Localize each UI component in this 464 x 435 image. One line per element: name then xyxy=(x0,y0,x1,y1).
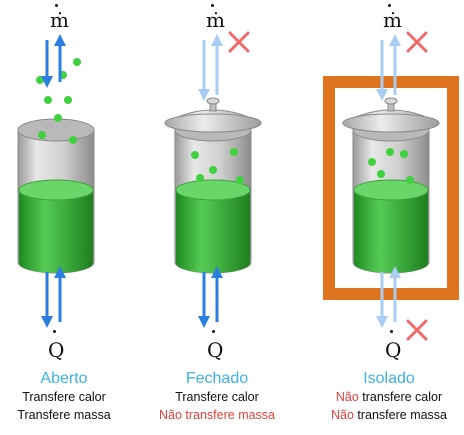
insulation-wall xyxy=(323,76,459,300)
caption-closed: Fechado Transfere calor Não transfere ma… xyxy=(142,370,292,424)
particle xyxy=(191,151,199,159)
mass-flow-symbol: ṁ xyxy=(50,8,69,32)
particle xyxy=(209,166,217,174)
blocked-mass-cross xyxy=(406,31,428,53)
cross-stroke xyxy=(406,31,428,53)
mass-transfer-text: Não transfere massa xyxy=(158,408,276,422)
mass-flow-symbol: ṁ xyxy=(206,8,225,32)
particle xyxy=(196,174,204,182)
heat-symbol: Q xyxy=(385,338,402,362)
mass-rate-dot xyxy=(388,4,391,7)
particle xyxy=(236,176,244,184)
heat-transfer-text: Transfere calor xyxy=(22,390,106,404)
liquid-body xyxy=(176,190,250,273)
particle xyxy=(377,170,385,178)
mass-transfer-text: Transfere massa xyxy=(17,408,111,422)
liquid-body xyxy=(354,190,428,273)
cross-stroke xyxy=(228,31,250,53)
heat-transfer-text: Não transfere calor xyxy=(335,390,443,404)
system-title: Isolado xyxy=(363,370,415,387)
particle xyxy=(400,150,408,158)
particle xyxy=(368,158,376,166)
particle xyxy=(44,96,52,104)
system-title: Aberto xyxy=(40,370,88,387)
heat-rate-dot xyxy=(390,330,393,333)
lid-knob xyxy=(384,97,398,105)
particle xyxy=(386,148,394,156)
mass-transfer-text: Não transfere massa xyxy=(330,408,448,422)
particle xyxy=(73,58,81,66)
particle xyxy=(64,96,72,104)
heat-rate-dot xyxy=(212,330,215,333)
heat-transfer-text: Transfere calor xyxy=(175,390,259,404)
particle xyxy=(38,131,46,139)
caption-isolated: Isolado Não transfere calor Não transfer… xyxy=(314,370,464,424)
system-title: Fechado xyxy=(185,370,249,387)
blocked-mass-cross xyxy=(228,31,250,53)
mass-rate-dot xyxy=(55,4,58,7)
particle xyxy=(406,176,414,184)
container-opening xyxy=(17,118,95,142)
liquid-surface xyxy=(353,179,429,201)
liquid-body xyxy=(19,190,93,273)
cross-stroke xyxy=(406,319,428,341)
heat-rate-dot xyxy=(53,330,56,333)
heat-symbol: Q xyxy=(48,338,65,362)
caption-open: Aberto Transfere calor Transfere massa xyxy=(0,370,139,424)
lid-knob xyxy=(206,97,220,105)
particle xyxy=(230,148,238,156)
mass-rate-dot xyxy=(211,4,214,7)
blocked-heat-cross xyxy=(406,319,428,341)
heat-symbol: Q xyxy=(207,338,224,362)
liquid-surface xyxy=(175,179,251,201)
liquid-surface xyxy=(18,179,94,201)
particle xyxy=(54,114,62,122)
mass-flow-symbol: ṁ xyxy=(383,8,402,32)
lid-rim xyxy=(164,113,262,133)
particle xyxy=(69,136,77,144)
lid-rim xyxy=(342,113,440,133)
particle xyxy=(36,76,44,84)
